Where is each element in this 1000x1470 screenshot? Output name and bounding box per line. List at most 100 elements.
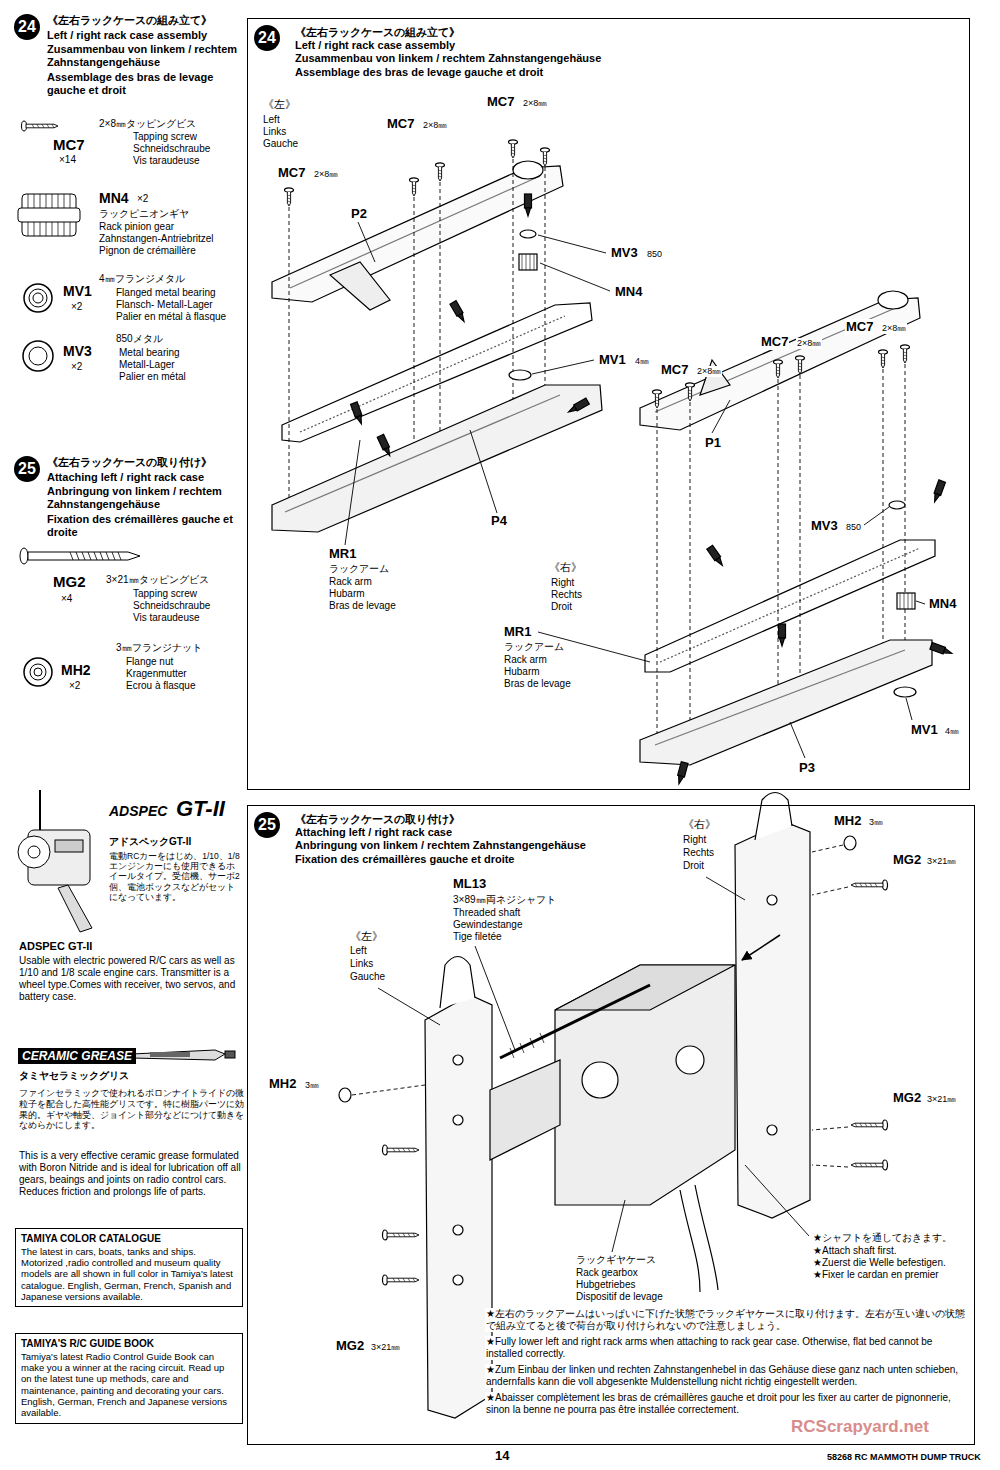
part-name: Threaded shaft (452, 907, 521, 919)
rack-case-right (779, 624, 786, 646)
part-name: Zahnstangen-Antriebritzel (98, 233, 215, 245)
rack-case-left (410, 178, 419, 196)
part-code: P1 (704, 435, 722, 451)
product-logo: ADSPEC (108, 803, 168, 820)
part-name: Bras de levage (328, 600, 397, 612)
rack-gearbox-assembly (812, 1165, 848, 1167)
model-name: 58268 RC MAMMOTH DUMP TRUCK (826, 1452, 982, 1463)
rack-case-right (657, 364, 905, 733)
part-name: 3×21㎜タッピングビス (105, 574, 210, 586)
note-text: ★Fixer le cardan en premier (812, 1269, 940, 1281)
rack-case-left (414, 197, 415, 443)
part-name: Hubarm (503, 666, 541, 678)
rack-case-right (901, 345, 910, 363)
direction-label: Left (349, 945, 368, 957)
direction-label: 《左》 (262, 98, 297, 111)
part-code: MC7 (845, 319, 874, 335)
part-code: MC7 (486, 94, 515, 110)
direction-label: Links (349, 958, 374, 970)
direction-label: Links (262, 126, 287, 138)
rack-case-left (450, 301, 467, 324)
rack-gearbox-assembly (383, 1145, 420, 1155)
rack-case-right (538, 291, 953, 785)
transmitter-illustration (18, 836, 50, 868)
rack-case-left (351, 402, 365, 425)
size-text: 2×8㎜ (796, 338, 822, 349)
size-text: 2×8㎜ (522, 98, 548, 109)
rack-case-left (289, 207, 290, 497)
part-code: MV1 (598, 352, 627, 368)
rack-case-right (889, 501, 905, 509)
gear-icon (18, 208, 80, 222)
rack-case-left (272, 140, 610, 545)
part-code: P4 (490, 513, 508, 529)
part-name: Gewindestange (452, 919, 524, 931)
product-text: 電動RCカーをはじめ、1/10、1/8エンジンカーにも使用できるホイールタイプ。… (108, 851, 242, 902)
step-number: 24 (254, 25, 280, 51)
screw-icon (22, 121, 59, 131)
step-heading: Anbringung von linkem / rechtem Zahnstan… (46, 485, 243, 511)
box-body: The latest in cars, boats, tanks and shi… (21, 1246, 237, 1303)
step-heading: Attaching left / right rack case (294, 826, 453, 839)
rack-gearbox-assembly (680, 1185, 718, 1292)
rack-case-right (707, 545, 725, 567)
step-heading: 《左右ラックケースの組み立て》 (46, 14, 213, 27)
nut-icon (30, 664, 46, 680)
part-name: Rack pinion gear (98, 221, 175, 233)
size-text: 3×21㎜ (370, 1342, 401, 1353)
part-name: Tige filetée (452, 931, 503, 943)
rack-gearbox-assembly (425, 995, 492, 1418)
direction-label: Right (550, 577, 575, 589)
size-text: 2×8㎜ (422, 120, 448, 131)
quantity: ×2 (136, 193, 149, 205)
part-code: MC7 (52, 136, 86, 154)
part-code: MH2 (60, 662, 92, 679)
note-text: ★Zum Einbau der linken und rechten Zahns… (485, 1364, 972, 1388)
part-name: 850メタル (115, 333, 164, 345)
rack-gearbox-assembly (676, 1046, 704, 1074)
transmitter-illustration (55, 840, 83, 852)
bearing-icon (24, 284, 52, 312)
rack-case-left (440, 182, 441, 431)
part-name: ラックアーム (328, 563, 390, 575)
step-number: 24 (14, 14, 40, 40)
info-box: TAMIYA COLOR CATALOGUEThe latest in cars… (15, 1228, 243, 1307)
part-name: Tapping screw (132, 588, 198, 600)
step-heading: Attaching left / right rack case (46, 471, 205, 484)
rack-gearbox-assembly (851, 1120, 888, 1130)
note-text: ★Attach shaft first. (812, 1245, 897, 1257)
direction-label: Droit (682, 860, 705, 872)
rack-gearbox-assembly (851, 880, 888, 890)
rack-case-left (436, 163, 445, 181)
step-heading: 《左右ラックケースの組み立て》 (294, 26, 461, 39)
part-name: Hubgetriebes (575, 1279, 636, 1291)
rack-case-left (285, 188, 294, 206)
rack-gearbox-assembly (755, 793, 792, 841)
rack-case-right (900, 593, 912, 609)
rack-gearbox-assembly (339, 1088, 351, 1102)
part-name: ラックアーム (503, 641, 565, 653)
size-text: 2×8㎜ (881, 323, 907, 334)
direction-label: Droit (550, 601, 573, 613)
rack-gearbox-assembly (735, 822, 810, 1218)
part-code: MH2 (268, 1076, 297, 1092)
rack-case-right (657, 409, 658, 733)
step-heading: Left / right rack case assembly (46, 29, 208, 42)
product-name: アドスペックGT-II (108, 836, 192, 848)
rack-case-left (300, 316, 565, 432)
rack-case-left (567, 398, 590, 415)
rack-gearbox-assembly (812, 1127, 848, 1130)
rack-case-right (690, 402, 691, 720)
part-name: ラックギヤケース (575, 1254, 657, 1266)
direction-label: Gauche (349, 971, 386, 983)
grease-tube-illustration (132, 1050, 235, 1060)
part-code: MN4 (98, 190, 130, 207)
part-code: MV1 (62, 283, 93, 300)
quantity: ×4 (60, 593, 73, 605)
part-name: Dispositif de levage (575, 1291, 664, 1303)
page-number: 14 (494, 1448, 510, 1464)
part-name: Schneidschraube (132, 143, 211, 155)
grease-tube-illustration (150, 1052, 190, 1057)
step-heading: Assemblage des bras de levage gauche et … (46, 71, 243, 97)
part-code: P3 (798, 760, 816, 776)
